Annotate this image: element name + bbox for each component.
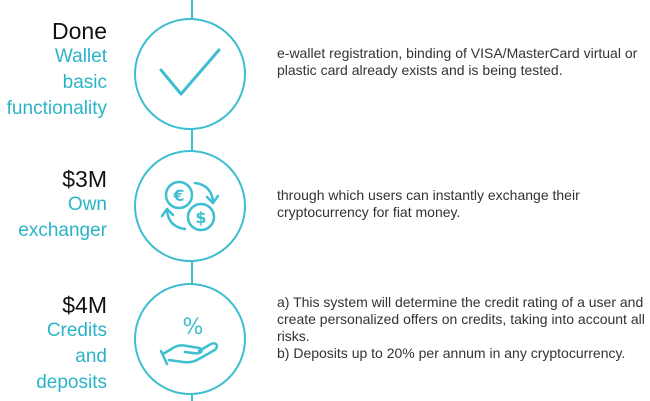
milestone-title-line: functionality: [6, 98, 107, 119]
milestone-title-line: exchanger: [18, 220, 107, 241]
description-paragraph: e-wallet registration, binding of VISA/M…: [277, 45, 638, 78]
milestone-title-line: Own: [67, 194, 107, 215]
milestone-title-line: deposits: [36, 372, 107, 393]
description-paragraph: b) Deposits up to 20% per annum in any c…: [277, 345, 626, 361]
milestone-title-line: Wallet: [54, 46, 107, 67]
svg-text:$: $: [195, 208, 206, 227]
currency-exchange-icon: € $: [160, 180, 220, 232]
milestone-label: $4M Credits and deposits: [0, 292, 107, 396]
milestone-description: a) This system will determine the credit…: [277, 294, 647, 362]
milestone-amount: $3M: [62, 166, 107, 192]
milestone-label: $3M Own exchanger: [0, 166, 107, 244]
milestone-amount: $4M: [62, 292, 107, 318]
milestone-description: through which users can instantly exchan…: [277, 187, 647, 221]
milestone-description: e-wallet registration, binding of VISA/M…: [277, 45, 647, 79]
description-paragraph: through which users can instantly exchan…: [277, 187, 580, 220]
checkmark-icon: [159, 48, 221, 96]
milestone-title-line: basic: [62, 72, 107, 93]
currency-exchange-icon-circle: € $: [134, 150, 246, 262]
milestone-title-line: and: [75, 346, 107, 367]
milestone-title-line: Credits: [46, 320, 107, 341]
milestone-label: Done Wallet basic functionality: [0, 18, 107, 122]
percent-hand-icon: %: [159, 315, 219, 366]
description-paragraph: a) This system will determine the credit…: [277, 294, 645, 344]
svg-text:€: €: [172, 186, 184, 205]
milestone-amount: Done: [52, 18, 107, 44]
checkmark-icon-circle: [134, 18, 246, 130]
svg-text:%: %: [183, 315, 204, 340]
percent-hand-icon-circle: %: [134, 283, 246, 395]
